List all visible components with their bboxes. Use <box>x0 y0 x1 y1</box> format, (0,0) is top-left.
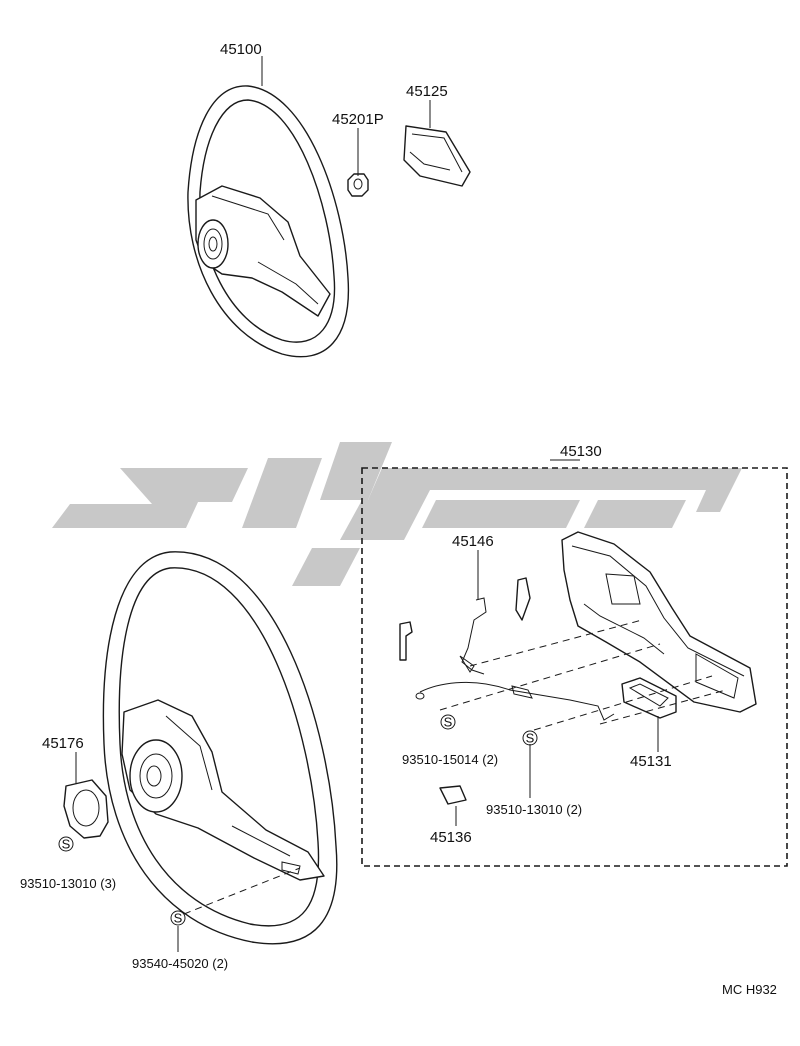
label-bolt-93510-15014: 93510-15014 (2) <box>402 752 498 767</box>
s-mark-3: S <box>58 836 74 852</box>
label-45100: 45100 <box>220 41 262 58</box>
s-mark-1: S <box>440 714 456 730</box>
label-45176: 45176 <box>42 735 84 752</box>
small-clip-left <box>399 621 413 661</box>
wiring-45146 <box>415 597 615 721</box>
label-bolt-93510-13010-2: 93510-13010 (2) <box>486 802 582 817</box>
label-45146: 45146 <box>452 533 494 550</box>
alignment-lines <box>183 619 727 915</box>
label-45125: 45125 <box>406 83 448 100</box>
s-mark-4: S <box>170 910 186 926</box>
figure-code: MC H932 <box>722 982 777 997</box>
pad-45130 <box>561 531 757 713</box>
label-bolt-93540-45020: 93540-45020 (2) <box>132 956 228 971</box>
label-bolt-93510-13010-3: 93510-13010 (3) <box>20 876 116 891</box>
s-mark-3-text: S <box>62 837 71 852</box>
label-45131: 45131 <box>630 753 672 770</box>
s-mark-1-text: S <box>444 715 453 730</box>
label-45201p: 45201P <box>332 111 384 128</box>
bracket-45136 <box>439 785 467 805</box>
steering-wheel-top <box>187 85 350 358</box>
nut-45201p <box>347 173 369 197</box>
assembly-box-45130 <box>361 467 788 867</box>
label-45136: 45136 <box>430 829 472 846</box>
steering-wheel-bottom <box>102 551 338 945</box>
small-clip-mid <box>515 577 531 621</box>
leader-lines <box>75 56 659 826</box>
ring-45176 <box>63 779 109 839</box>
s-mark-4-text: S <box>174 911 183 926</box>
emblem-45125 <box>403 125 471 187</box>
label-45130: 45130 <box>560 443 602 460</box>
horn-contact-45131 <box>621 677 677 719</box>
s-mark-2: S <box>522 730 538 746</box>
s-mark-2-text: S <box>526 731 535 746</box>
watermark-logo <box>52 442 742 586</box>
